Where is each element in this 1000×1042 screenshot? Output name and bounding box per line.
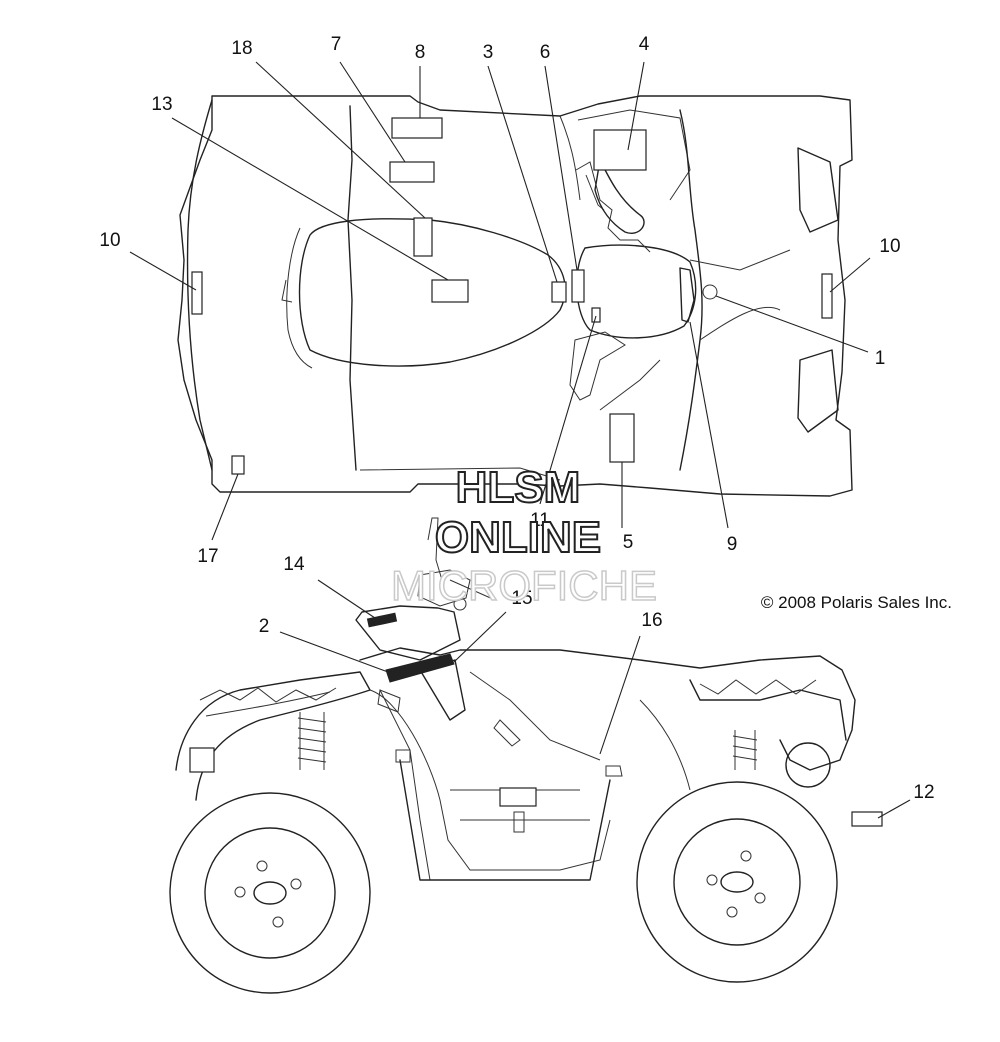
callout-9: 9 [727, 534, 738, 555]
callout-2: 2 [259, 616, 270, 637]
decal-12 [851, 811, 883, 827]
decal-4 [593, 129, 647, 171]
decal-14 [366, 612, 398, 628]
callout-labels: 8 7 18 13 3 6 4 10 10 1 9 5 11 17 14 2 1… [99, 34, 934, 803]
callout-16: 16 [641, 610, 662, 631]
callout-8: 8 [415, 42, 426, 63]
callout-7: 7 [331, 34, 342, 55]
copyright-notice: © 2008 Polaris Sales Inc. [761, 593, 952, 612]
decal-13 [431, 279, 469, 303]
callout-10-left: 10 [99, 230, 120, 251]
callout-11: 11 [530, 510, 550, 531]
callout-5: 5 [623, 532, 634, 553]
callout-10-right: 10 [879, 236, 900, 257]
callout-3: 3 [483, 42, 494, 63]
callout-17: 17 [197, 546, 218, 567]
callout-12: 12 [913, 782, 934, 803]
decal-11 [591, 307, 601, 323]
top-view-body [177, 95, 853, 497]
decal-18 [413, 217, 433, 257]
watermark: HLSM ONLINE MICROFICHE [390, 462, 658, 610]
decal-10-left [191, 271, 203, 315]
callout-14: 14 [283, 554, 305, 575]
decal-3 [551, 281, 567, 303]
decal-5 [609, 413, 635, 463]
decal-10-right [821, 273, 833, 319]
callout-18: 18 [231, 38, 252, 59]
side-view-body [169, 517, 856, 994]
callout-15: 15 [511, 588, 532, 609]
callout-13: 13 [151, 94, 172, 115]
decal-17 [231, 455, 245, 475]
leader-lines [129, 61, 911, 819]
callout-6: 6 [540, 42, 551, 63]
callout-4: 4 [639, 34, 650, 55]
callout-1: 1 [875, 348, 886, 369]
top-view-decals [191, 117, 833, 475]
decal-7 [389, 161, 435, 183]
decal-16 [499, 787, 537, 807]
watermark-line2: ONLINE [435, 513, 601, 562]
side-decal-taillight [189, 747, 215, 773]
decal-8 [391, 117, 443, 139]
watermark-line3: MICROFICHE [391, 562, 657, 609]
watermark-line1: HLSM [456, 463, 581, 512]
decal-6 [571, 269, 585, 303]
